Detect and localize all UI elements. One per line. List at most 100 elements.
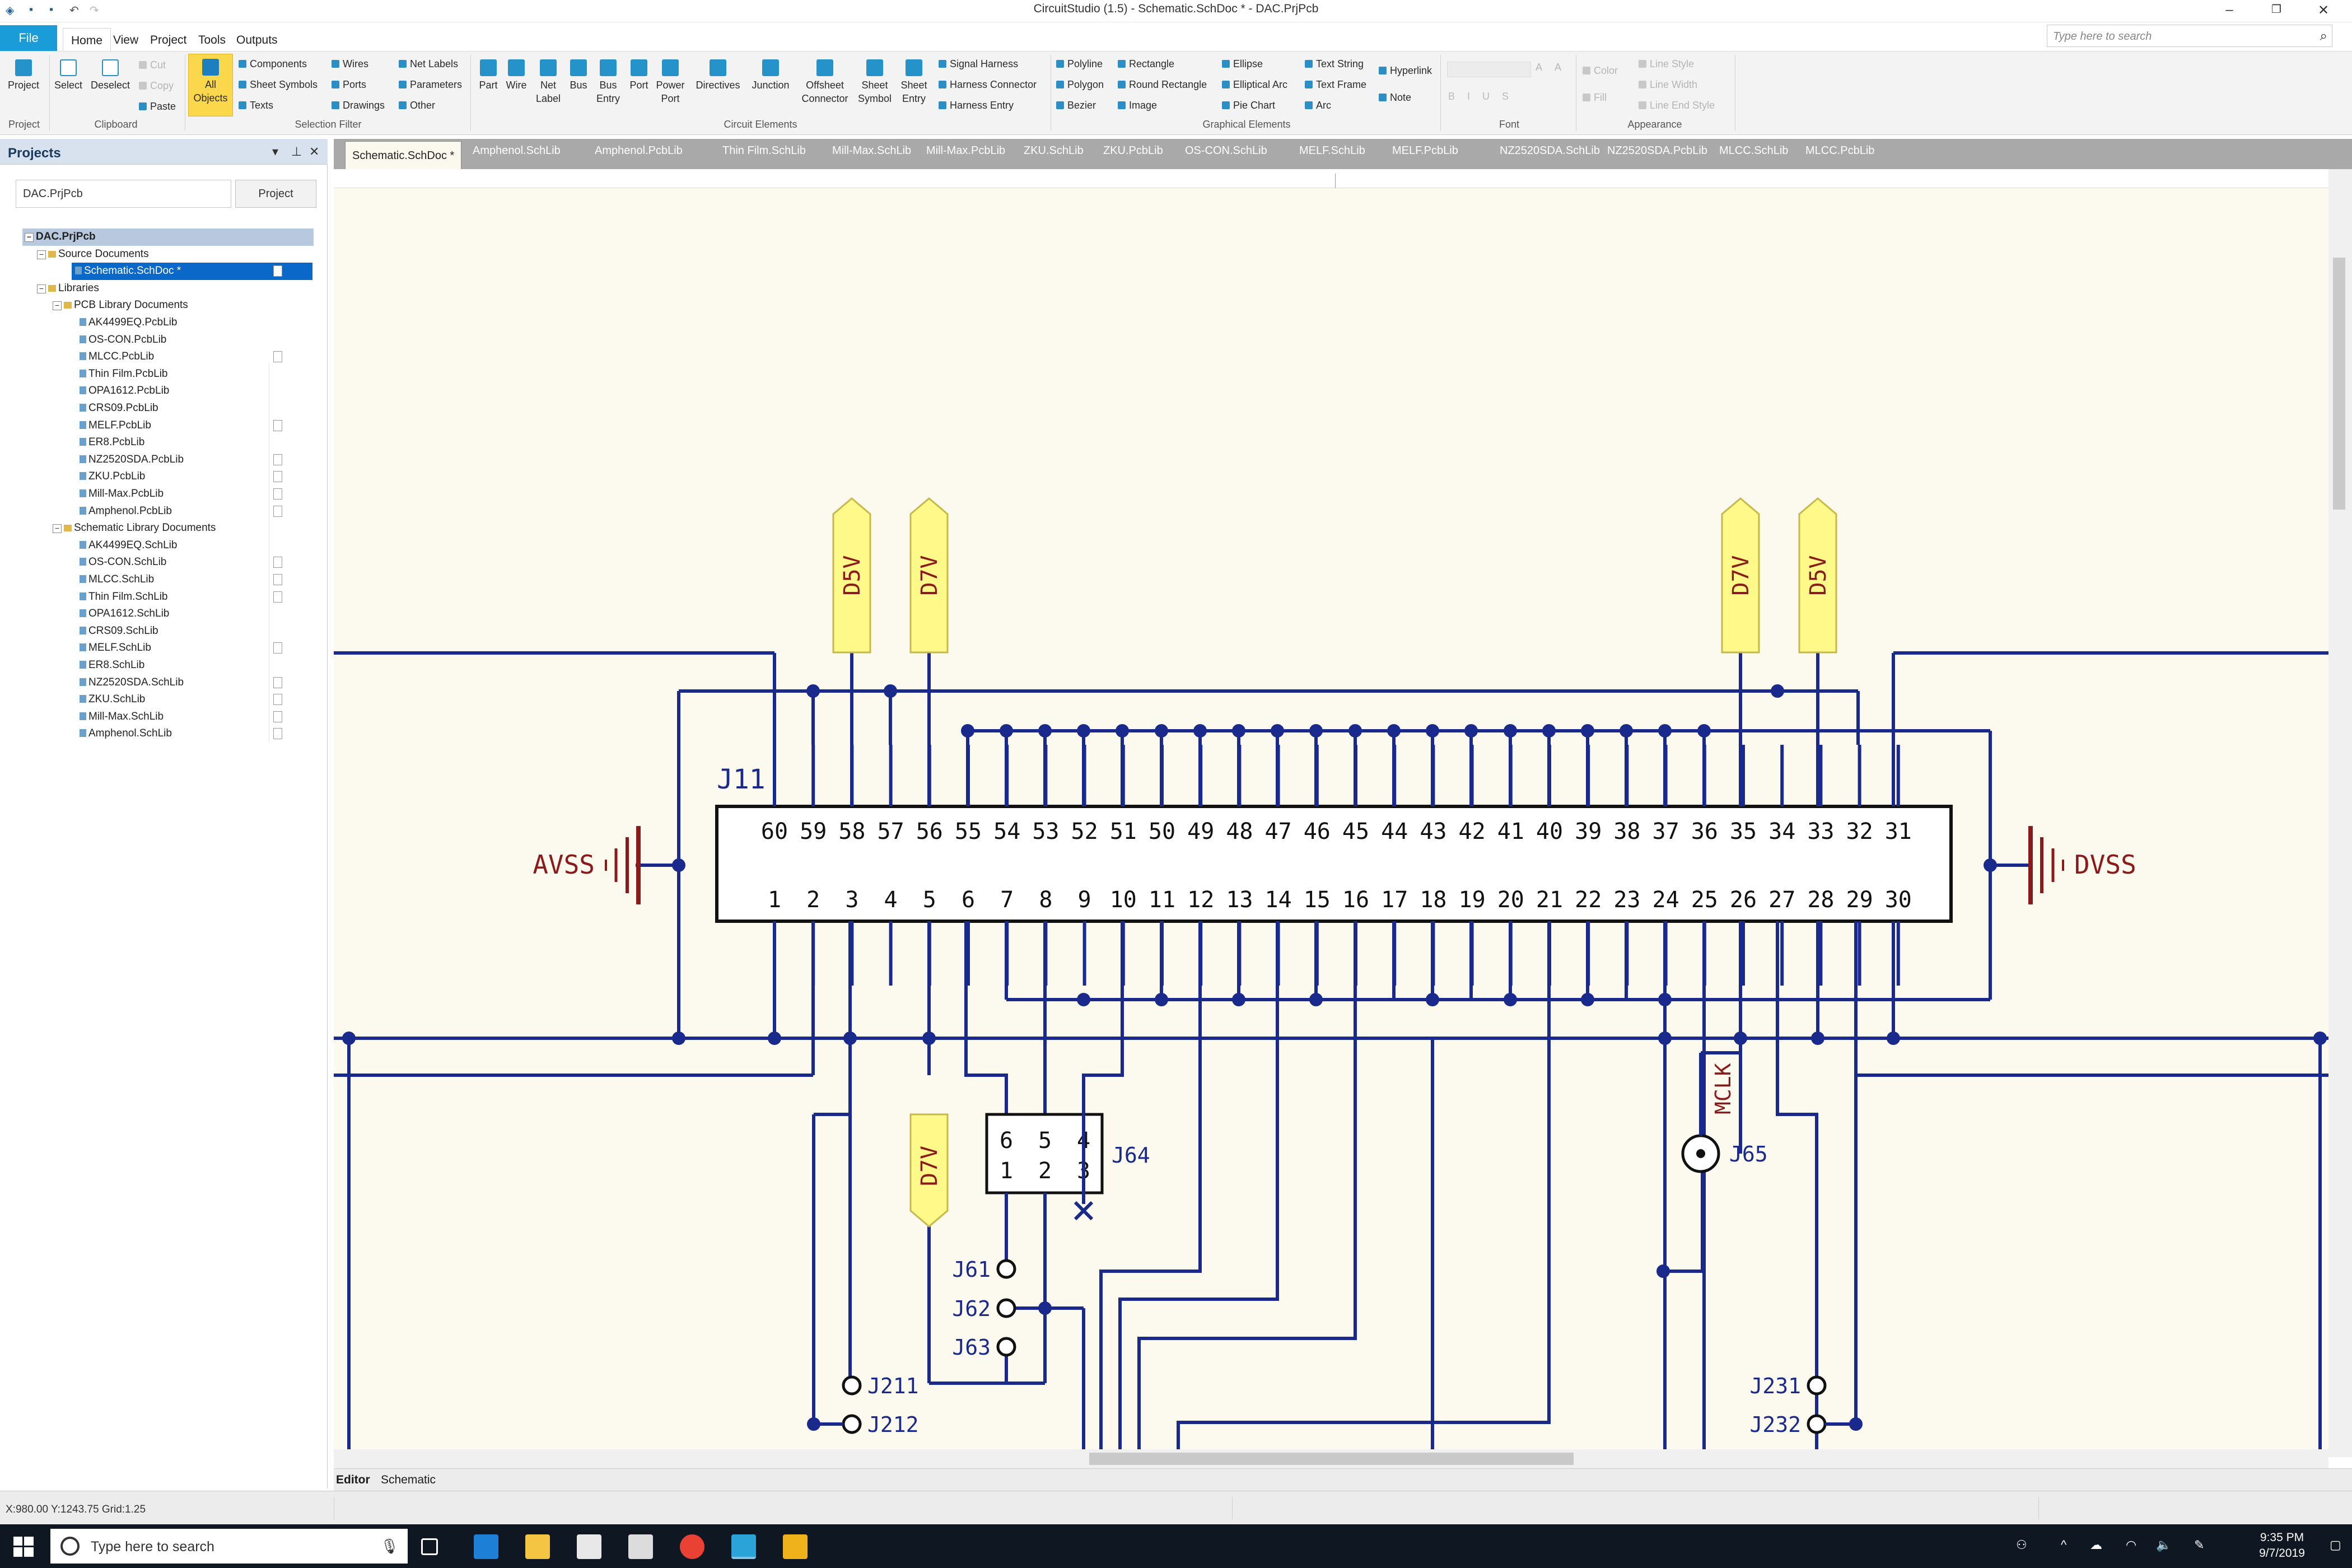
text-frame-button[interactable]: Text Frame bbox=[1305, 79, 1366, 91]
tree-item-schlib[interactable]: MELF.SchLib bbox=[80, 640, 151, 657]
note-button[interactable]: Note bbox=[1379, 92, 1411, 104]
collapse-icon[interactable]: − bbox=[53, 301, 62, 311]
save-all-icon[interactable]: ▪ bbox=[49, 3, 54, 16]
tree-item-pcblib[interactable]: ZKU.PcbLib bbox=[80, 468, 145, 486]
filter-drawings[interactable]: Drawings bbox=[332, 100, 385, 111]
doc-tab[interactable]: Amphenol.SchLib bbox=[473, 144, 561, 157]
text-string-button[interactable]: Text String bbox=[1305, 58, 1364, 70]
project-selector-input[interactable]: DAC.PrjPcb bbox=[16, 180, 231, 208]
file-explorer-icon[interactable] bbox=[525, 1534, 550, 1559]
tree-item-pcblib[interactable]: MELF.PcbLib bbox=[80, 417, 151, 435]
tree-item-schlib[interactable]: Mill-Max.SchLib bbox=[80, 708, 164, 726]
power-port-button[interactable]: Power Port bbox=[653, 59, 688, 105]
tree-item-schlib[interactable]: MLCC.SchLib bbox=[80, 571, 154, 589]
font-name-select[interactable] bbox=[1447, 62, 1531, 77]
tab-schematic[interactable]: Schematic bbox=[381, 1473, 436, 1486]
doc-tab[interactable]: Mill-Max.SchLib bbox=[832, 144, 912, 157]
net-label-button[interactable]: Net Label bbox=[532, 59, 564, 105]
collapse-icon[interactable]: − bbox=[37, 250, 46, 259]
tab-editor[interactable]: Editor bbox=[336, 1473, 370, 1486]
offsheet-connector-button[interactable]: Offsheet Connector bbox=[794, 59, 856, 105]
onedrive-icon[interactable]: ☁ bbox=[2090, 1538, 2102, 1552]
polyline-button[interactable]: Polyline bbox=[1056, 58, 1103, 70]
all-objects-button[interactable]: All Objects bbox=[188, 54, 233, 116]
restore-icon[interactable]: ❐ bbox=[2271, 3, 2281, 16]
tab-outputs[interactable]: Outputs bbox=[236, 34, 278, 46]
tree-item-pcblib[interactable]: OPA1612.PcbLib bbox=[80, 382, 169, 400]
round-rectangle-button[interactable]: Round Rectangle bbox=[1118, 79, 1207, 91]
bezier-button[interactable]: Bezier bbox=[1056, 100, 1096, 111]
junction-button[interactable]: Junction bbox=[747, 59, 794, 92]
tree-item-pcblib[interactable]: ER8.PcbLib bbox=[80, 434, 144, 451]
tree-item-schlib[interactable]: NZ2520SDA.SchLib bbox=[80, 674, 184, 692]
wire-button[interactable]: Wire bbox=[502, 59, 531, 92]
vertical-scroll-thumb[interactable] bbox=[2333, 258, 2345, 510]
font-grow-button[interactable]: A bbox=[1536, 62, 1543, 73]
save-icon[interactable]: ▪ bbox=[29, 3, 34, 16]
redo-icon[interactable]: ↷ bbox=[90, 4, 99, 17]
pie-chart-button[interactable]: Pie Chart bbox=[1222, 100, 1275, 111]
notifications-icon[interactable]: ▢ bbox=[2330, 1538, 2341, 1552]
windows-start-icon[interactable] bbox=[13, 1537, 34, 1557]
image-button[interactable]: Image bbox=[1118, 100, 1157, 111]
people-icon[interactable]: ⚇ bbox=[2016, 1538, 2027, 1552]
tab-view[interactable]: View bbox=[113, 34, 139, 46]
panel-close-icon[interactable]: ✕ bbox=[309, 144, 320, 158]
harness-entry-button[interactable]: Harness Entry bbox=[939, 100, 1014, 111]
tab-project[interactable]: Project bbox=[150, 34, 187, 46]
tree-item-pcblib[interactable]: NZ2520SDA.PcbLib bbox=[80, 451, 184, 469]
filter-net-labels[interactable]: Net Labels bbox=[399, 58, 458, 70]
panel-menu-icon[interactable]: ▾ bbox=[272, 144, 279, 158]
bus-entry-button[interactable]: Bus Entry bbox=[592, 59, 624, 105]
mail-icon[interactable] bbox=[628, 1534, 653, 1559]
tree-folder-schematic-libraries[interactable]: −Schematic Library Documents bbox=[53, 520, 216, 537]
doc-tab[interactable]: Mill-Max.PcbLib bbox=[926, 144, 1006, 157]
tree-folder-source-documents[interactable]: −Source Documents bbox=[37, 246, 149, 263]
tree-folder-pcb-libraries[interactable]: −PCB Library Documents bbox=[53, 297, 188, 314]
close-icon[interactable]: ✕ bbox=[2317, 3, 2330, 18]
filter-wires[interactable]: Wires bbox=[332, 58, 368, 70]
copy-button[interactable]: Copy bbox=[139, 80, 174, 92]
collapse-icon[interactable]: − bbox=[37, 284, 46, 293]
ellipse-button[interactable]: Ellipse bbox=[1222, 58, 1263, 70]
tree-item-schlib[interactable]: Thin Film.SchLib bbox=[80, 589, 168, 606]
line-end-style-select[interactable]: Line End Style bbox=[1639, 100, 1715, 111]
show-hidden-icons[interactable]: ^ bbox=[2061, 1538, 2067, 1552]
doc-tab[interactable]: ZKU.PcbLib bbox=[1103, 144, 1163, 157]
taskbar-search[interactable]: Type here to search🎙 bbox=[50, 1529, 408, 1564]
tree-folder-libraries[interactable]: −Libraries bbox=[37, 280, 99, 297]
doc-tab[interactable]: ZKU.SchLib bbox=[1024, 144, 1084, 157]
polygon-button[interactable]: Polygon bbox=[1056, 79, 1104, 91]
filter-texts[interactable]: Texts bbox=[239, 100, 273, 111]
paste-button[interactable]: Paste bbox=[139, 101, 176, 113]
filter-parameters[interactable]: Parameters bbox=[399, 79, 462, 91]
tree-item-pcblib[interactable]: Mill-Max.PcbLib bbox=[80, 486, 164, 503]
rectangle-button[interactable]: Rectangle bbox=[1118, 58, 1174, 70]
tree-item-schlib[interactable]: Amphenol.SchLib bbox=[80, 725, 172, 743]
doc-tab[interactable]: Amphenol.PcbLib bbox=[595, 144, 683, 157]
doc-tab[interactable]: MLCC.PcbLib bbox=[1805, 144, 1875, 157]
line-style-select[interactable]: Line Style bbox=[1639, 58, 1694, 70]
search-icon[interactable]: ⌕ bbox=[2320, 29, 2327, 44]
filter-sheet-symbols[interactable]: Sheet Symbols bbox=[239, 79, 318, 91]
minimize-icon[interactable]: – bbox=[2225, 2, 2233, 17]
horizontal-scroll-thumb[interactable] bbox=[1089, 1453, 1574, 1465]
doc-tab[interactable]: NZ2520SDA.SchLib bbox=[1500, 144, 1600, 157]
font-shrink-button[interactable]: A bbox=[1555, 62, 1562, 73]
tab-home[interactable]: Home bbox=[63, 28, 111, 52]
harness-connector-button[interactable]: Harness Connector bbox=[939, 79, 1037, 91]
cut-button[interactable]: Cut bbox=[139, 59, 166, 71]
doc-tab[interactable]: MELF.PcbLib bbox=[1392, 144, 1458, 157]
doc-tab-active[interactable]: Schematic.SchDoc * bbox=[345, 141, 462, 169]
task-view-icon[interactable] bbox=[421, 1538, 438, 1555]
select-button[interactable]: Select bbox=[52, 59, 85, 92]
sheet-entry-button[interactable]: Sheet Entry bbox=[895, 59, 933, 105]
filter-other[interactable]: Other bbox=[399, 100, 435, 111]
doc-tab[interactable]: MLCC.SchLib bbox=[1719, 144, 1789, 157]
directives-button[interactable]: Directives bbox=[690, 59, 746, 92]
doc-tab[interactable]: NZ2520SDA.PcbLib bbox=[1607, 144, 1707, 157]
collapse-icon[interactable]: − bbox=[53, 524, 62, 534]
deselect-button[interactable]: Deselect bbox=[87, 59, 133, 92]
doc-tab[interactable]: Thin Film.SchLib bbox=[722, 144, 806, 157]
